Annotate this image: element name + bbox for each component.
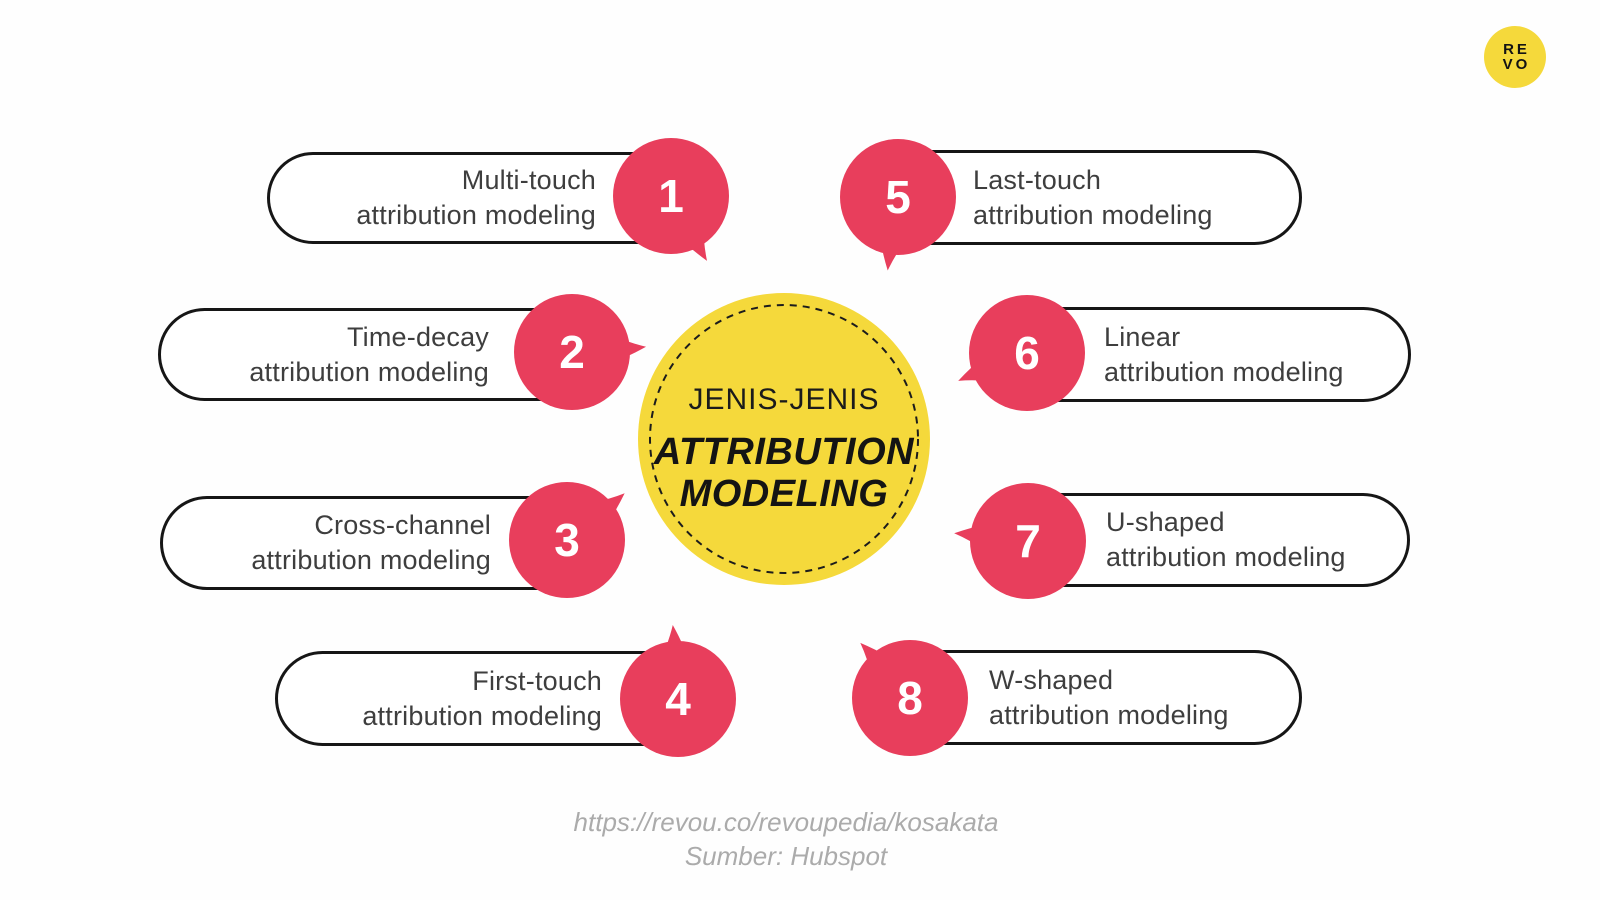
center-title-line2: MODELING <box>679 473 889 515</box>
bubble-number: 5 <box>885 171 911 223</box>
pill-subtitle: attribution modeling <box>249 356 489 387</box>
pill-text: Time-decay attribution modeling <box>161 320 589 390</box>
number-bubble: 3 <box>509 482 625 598</box>
pill-text: Linear attribution modeling <box>996 320 1408 390</box>
pill-title: First-touch <box>472 665 602 696</box>
pill-text: First-touch attribution modeling <box>278 664 702 734</box>
logo-text-bottom: VO <box>1502 56 1531 73</box>
bubble-number: 7 <box>1015 515 1041 567</box>
number-bubble: 8 <box>852 640 968 756</box>
revou-logo: RE VO <box>1484 26 1546 88</box>
number-bubble: 1 <box>613 138 729 261</box>
pill-title: Multi-touch <box>461 165 596 195</box>
pill-title: W-shaped <box>989 664 1114 695</box>
bubble-disc <box>509 482 625 598</box>
footer: https://revou.co/revoupedia/kosakata Sum… <box>0 805 1572 873</box>
bubble-disc <box>840 139 956 255</box>
pill-title: Last-touch <box>973 164 1102 195</box>
number-bubble: 6 <box>958 295 1085 411</box>
pill-subtitle: attribution modeling <box>251 545 491 575</box>
bubble-disc <box>620 641 736 757</box>
bubble-number: 4 <box>665 673 691 725</box>
pill-subtitle: attribution modeling <box>973 199 1213 230</box>
center-eyebrow: JENIS-JENIS <box>688 383 880 416</box>
dashed-ring <box>649 304 919 574</box>
bubble-disc <box>852 640 968 756</box>
pill-text: W-shaped attribution modeling <box>881 663 1299 733</box>
pill-title: Linear <box>1104 321 1181 352</box>
center-title-line1: ATTRIBUTION <box>653 431 915 473</box>
bubble-number: 6 <box>1014 327 1040 379</box>
bubble-disc <box>969 295 1085 411</box>
bubble-number: 8 <box>897 672 923 724</box>
bubble-number: 1 <box>658 170 684 222</box>
number-bubble: 2 <box>514 294 647 410</box>
number-bubble: 4 <box>620 624 736 757</box>
center-title-block: JENIS-JENIS ATTRIBUTION MODELING <box>654 383 914 515</box>
footer-source: Sumber: Hubspot <box>684 841 888 871</box>
pill-subtitle: attribution modeling <box>989 699 1229 730</box>
center-circle: JENIS-JENIS ATTRIBUTION MODELING <box>638 293 930 585</box>
number-bubble: 5 <box>840 139 956 271</box>
footer-url: https://revou.co/revoupedia/kosakata <box>573 807 999 837</box>
bubble-disc <box>514 294 630 410</box>
bubble-disc <box>970 483 1086 599</box>
pill-subtitle: attribution modeling <box>362 700 602 731</box>
bubble-disc <box>613 138 729 254</box>
pill-text: Cross-channel attribution modeling <box>163 508 591 578</box>
pill-title: Time-decay <box>346 321 489 352</box>
pill-text: U-shaped attribution modeling <box>998 505 1407 575</box>
bubble-number: 2 <box>559 326 585 378</box>
pill-title: U-shaped <box>1106 507 1225 537</box>
pill-subtitle: attribution modeling <box>356 200 596 230</box>
pill-title: Cross-channel <box>314 510 491 540</box>
pill-subtitle: attribution modeling <box>1104 356 1344 387</box>
number-bubble: 7 <box>954 483 1086 599</box>
logo-text-top: RE <box>1503 41 1530 58</box>
pill-text: Last-touch attribution modeling <box>865 163 1299 233</box>
pill-text: Multi-touch attribution modeling <box>270 163 696 233</box>
pill-subtitle: attribution modeling <box>1106 542 1346 572</box>
bubble-number: 3 <box>554 514 580 566</box>
